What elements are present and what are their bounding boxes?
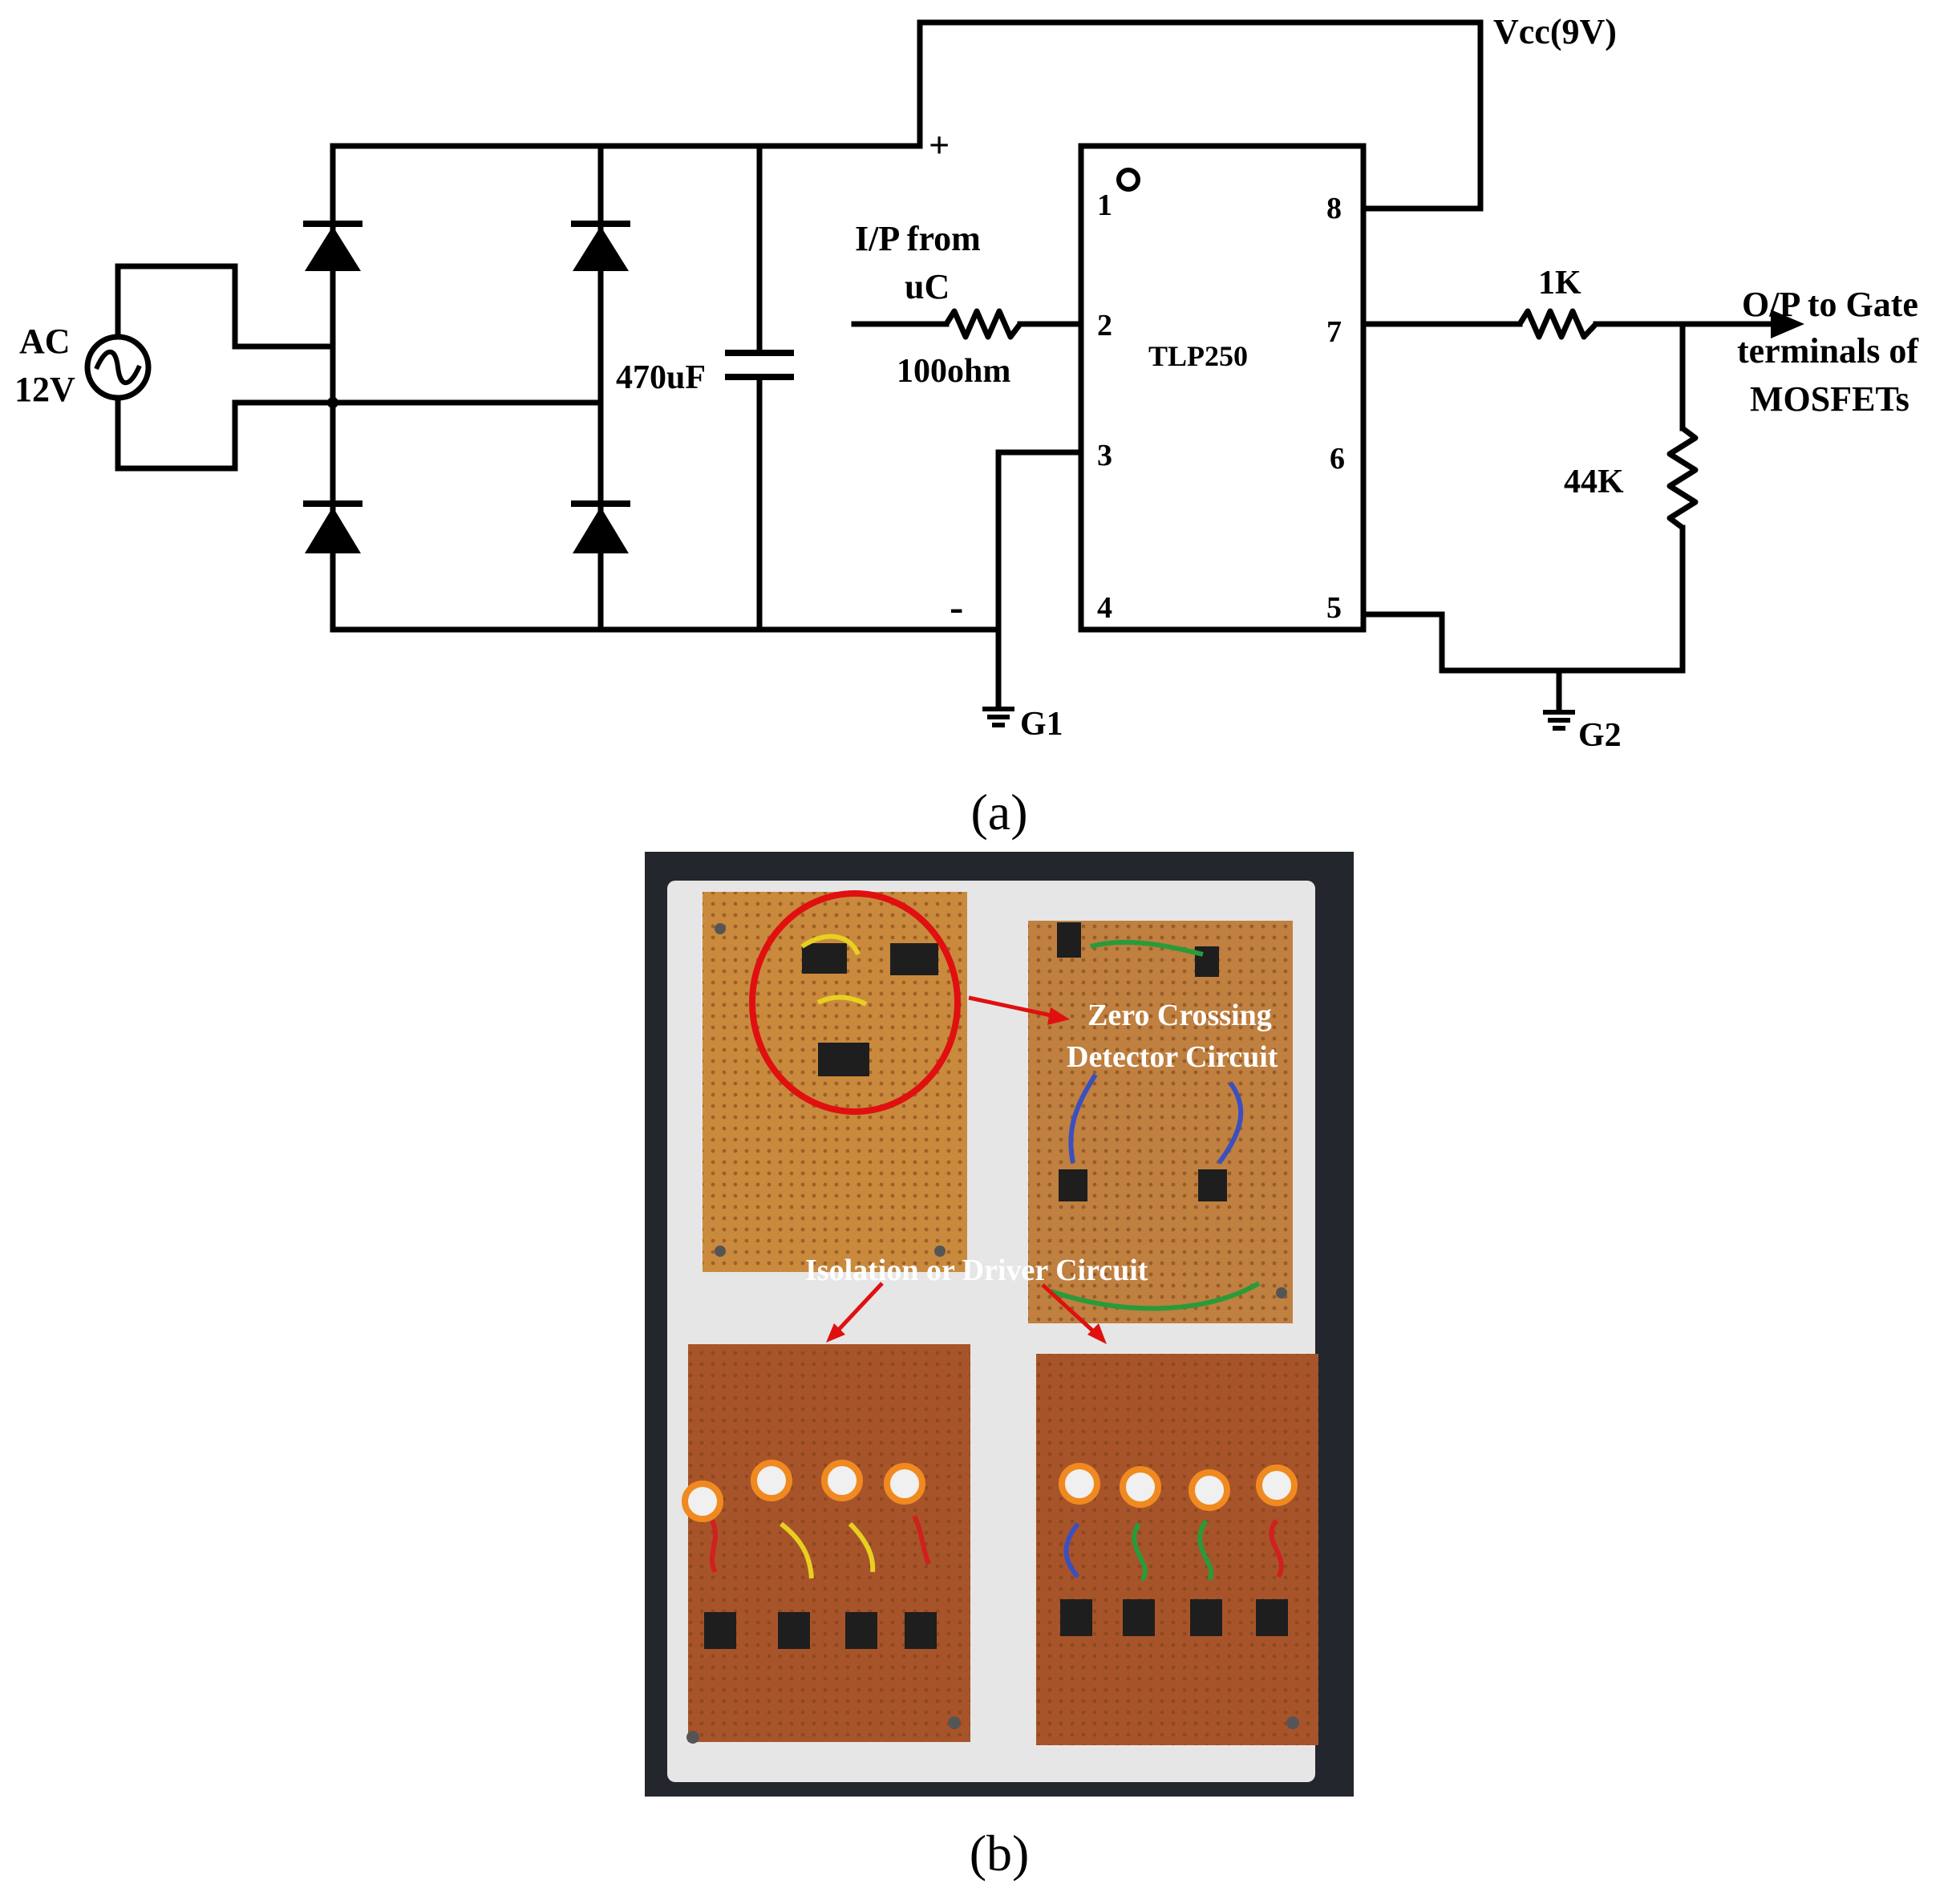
minus-sign: - bbox=[950, 585, 963, 630]
diode-d3 bbox=[303, 500, 362, 553]
ground-g1-icon bbox=[982, 707, 1014, 727]
pulldown-resistor-label: 44K bbox=[1564, 464, 1624, 500]
board-bottom-left bbox=[682, 1344, 970, 1744]
ac-source bbox=[84, 263, 604, 472]
tlp250-ic bbox=[1078, 143, 1367, 633]
input-resistor bbox=[851, 308, 1084, 340]
input-label-line2: uC bbox=[905, 267, 950, 306]
output-resistor bbox=[1360, 308, 1804, 340]
board-top-right bbox=[1028, 921, 1293, 1323]
pin-3-label: 3 bbox=[1097, 439, 1112, 472]
ground-g2-icon bbox=[1543, 710, 1575, 731]
driver-arrow-left-icon bbox=[826, 1282, 884, 1343]
pin-1-label: 1 bbox=[1097, 188, 1112, 222]
diode-d1 bbox=[303, 221, 362, 271]
zcd-highlight-ellipse bbox=[749, 890, 961, 1115]
vcc-label: Vcc(9V) bbox=[1493, 12, 1617, 51]
ground-g1-label: G1 bbox=[1020, 706, 1063, 743]
plus-sign: + bbox=[929, 124, 950, 165]
board-bottom-right bbox=[1036, 1354, 1318, 1745]
filter-capacitor bbox=[725, 143, 794, 633]
vcc-rail bbox=[917, 19, 1484, 212]
ac-voltage-label: 12V bbox=[14, 370, 75, 409]
ground-g2-label: G2 bbox=[1578, 717, 1622, 754]
diode-d4 bbox=[571, 500, 630, 553]
ac-label: AC bbox=[19, 322, 71, 361]
input-label-line1: I/P from bbox=[855, 219, 981, 258]
output-resistor-label: 1K bbox=[1538, 265, 1581, 302]
zcd-arrow-icon bbox=[968, 995, 1070, 1025]
pin-4-label: 4 bbox=[1097, 591, 1112, 625]
schematic-panel: AC 12V bbox=[14, 12, 1919, 841]
driver-label: Isolation or Driver Circuit bbox=[805, 1254, 1148, 1287]
driver-arrow-right-icon bbox=[1041, 1283, 1107, 1344]
caption-b: (b) bbox=[970, 1825, 1030, 1882]
ic-name: TLP250 bbox=[1148, 340, 1248, 372]
output-label-line1: O/P to Gate bbox=[1742, 285, 1918, 324]
capacitor-label: 470uF bbox=[616, 359, 706, 396]
pulldown-resistor bbox=[1360, 321, 1699, 674]
pin-5-label: 5 bbox=[1326, 591, 1342, 625]
input-resistor-label: 100ohm bbox=[897, 353, 1010, 390]
pin-8-label: 8 bbox=[1326, 192, 1342, 225]
hardware-photo: Zero Crossing Detector Circuit Isolation… bbox=[645, 852, 1354, 1797]
zcd-label-line2: Detector Circuit bbox=[1067, 1040, 1278, 1074]
zcd-label-line1: Zero Crossing bbox=[1087, 999, 1272, 1032]
output-label-line3: MOSFETs bbox=[1750, 379, 1909, 419]
caption-a: (a) bbox=[970, 784, 1027, 841]
bridge-rectifier bbox=[303, 143, 1002, 633]
diode-d2 bbox=[571, 221, 630, 271]
pin-6-label: 6 bbox=[1330, 442, 1345, 476]
pin3-wire bbox=[995, 449, 1084, 709]
pin-7-label: 7 bbox=[1326, 315, 1342, 349]
output-label-line2: terminals of bbox=[1737, 331, 1919, 371]
pin-2-label: 2 bbox=[1097, 309, 1112, 342]
